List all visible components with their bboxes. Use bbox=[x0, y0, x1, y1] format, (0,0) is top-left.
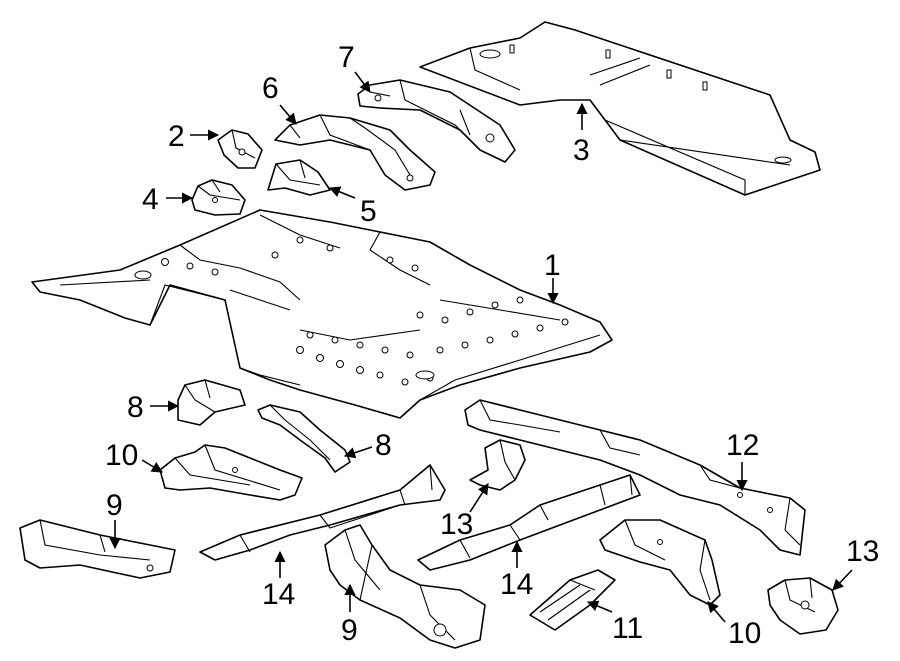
part-2-bracket bbox=[217, 129, 263, 169]
callout-6: 6 bbox=[262, 72, 279, 105]
leader-13a bbox=[469, 483, 489, 513]
part-6-crossmember bbox=[274, 114, 436, 191]
callout-8-left: 8 bbox=[127, 391, 144, 424]
callout-1: 1 bbox=[544, 249, 561, 282]
part-7-crossmember bbox=[357, 79, 516, 163]
callout-3: 3 bbox=[573, 134, 590, 167]
callout-10-left: 10 bbox=[105, 439, 138, 472]
part-5-bracket bbox=[267, 159, 331, 196]
leader-lines bbox=[109, 71, 853, 623]
callout-labels: 1 2 3 4 5 6 7 8 8 9 9 10 10 11 12 13 13 … bbox=[105, 41, 879, 650]
part-11-plate bbox=[529, 569, 616, 631]
callout-7: 7 bbox=[338, 41, 355, 74]
callout-10-right: 10 bbox=[728, 617, 761, 650]
callout-14-left: 14 bbox=[262, 578, 295, 611]
part-8-bracket-left bbox=[177, 379, 246, 426]
part-14-rail-left bbox=[199, 464, 446, 561]
part-3-rear-floor-pan bbox=[419, 21, 821, 196]
leader-10b bbox=[707, 601, 726, 623]
callout-13-left: 13 bbox=[440, 508, 473, 541]
part-12-long-rail bbox=[464, 399, 806, 556]
leader-10a bbox=[141, 459, 163, 473]
floor-pan-holes bbox=[134, 236, 569, 386]
callout-5: 5 bbox=[360, 195, 377, 228]
leader-5 bbox=[328, 186, 356, 199]
part-10-rail-left bbox=[159, 444, 303, 501]
callout-12: 12 bbox=[726, 429, 759, 462]
leader-13b bbox=[832, 569, 853, 591]
leader-6 bbox=[279, 104, 297, 125]
callout-14-right: 14 bbox=[500, 568, 533, 601]
callout-13-right: 13 bbox=[846, 535, 879, 568]
leader-7 bbox=[354, 71, 371, 93]
part-9-rail-left bbox=[19, 519, 176, 579]
callout-9-right: 9 bbox=[341, 614, 358, 647]
callout-9-left: 9 bbox=[106, 489, 123, 522]
part-1-floor-pan bbox=[31, 209, 613, 419]
callout-8-right: 8 bbox=[375, 429, 392, 462]
callout-11: 11 bbox=[612, 612, 643, 645]
part-13-bracket-left bbox=[469, 439, 526, 491]
part-8-bracket-right bbox=[257, 404, 351, 473]
part-13-bracket-right bbox=[767, 577, 839, 635]
part-4-bracket bbox=[191, 179, 246, 216]
part-10-rail-right bbox=[599, 519, 721, 606]
part-14-rail-right bbox=[417, 474, 641, 571]
leader-8b bbox=[343, 446, 373, 459]
leader-11 bbox=[586, 600, 613, 613]
callout-4: 4 bbox=[142, 183, 159, 216]
callout-2: 2 bbox=[168, 120, 185, 153]
